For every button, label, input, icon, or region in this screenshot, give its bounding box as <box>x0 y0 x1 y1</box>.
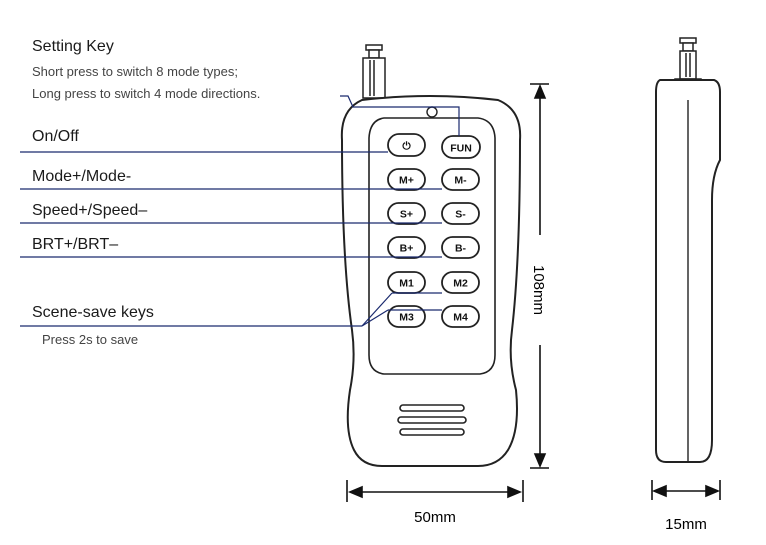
mode-minus-label: M- <box>454 175 467 187</box>
m2-label: M2 <box>453 278 468 290</box>
speaker-grille <box>397 404 467 436</box>
mode-label: Mode+/Mode- <box>32 168 132 185</box>
speed-plus-button[interactable]: S+ <box>387 202 426 225</box>
scene-save-note: Press 2s to save <box>42 332 139 347</box>
callout-lines <box>20 95 460 327</box>
scene-m4-button[interactable]: M4 <box>441 305 480 328</box>
m4-label: M4 <box>453 312 468 324</box>
speed-label: Speed+/Speed– <box>32 202 148 219</box>
brt-plus-label: B+ <box>400 243 414 255</box>
setting-key-title: Setting Key <box>32 38 114 55</box>
brt-minus-button[interactable]: B- <box>441 236 480 259</box>
power-icon: ⏻ <box>402 140 411 153</box>
width-dimension <box>346 480 524 502</box>
setting-key-leader <box>340 95 460 136</box>
mode-plus-button[interactable]: M+ <box>387 168 426 191</box>
speed-plus-label: S+ <box>400 209 413 221</box>
brt-minus-label: B- <box>455 243 467 255</box>
led-indicator <box>426 106 438 118</box>
depth-dimension <box>651 480 721 500</box>
on-off-label: On/Off <box>32 128 79 145</box>
fun-button[interactable]: FUN <box>441 135 481 159</box>
mode-plus-label: M+ <box>399 175 414 187</box>
scene-m2-button[interactable]: M2 <box>441 271 480 294</box>
scene-leader-m2 <box>361 292 393 327</box>
brt-plus-button[interactable]: B+ <box>387 236 426 259</box>
speed-minus-label: S- <box>455 209 466 221</box>
height-dimension-label: 108mm <box>530 265 547 315</box>
antenna-front <box>362 44 386 99</box>
brt-label: BRT+/BRT– <box>32 236 119 253</box>
mode-minus-button[interactable]: M- <box>441 168 480 191</box>
scene-m3-button[interactable]: M3 <box>387 305 426 328</box>
scene-save-label: Scene-save keys <box>32 304 154 321</box>
m3-label: M3 <box>399 312 414 324</box>
setting-key-desc-1: Short press to switch 8 mode types; <box>32 64 238 79</box>
width-dimension-label: 50mm <box>414 509 456 526</box>
height-dimension <box>530 83 549 469</box>
power-button[interactable]: ⏻ <box>387 133 426 157</box>
depth-dimension-label: 15mm <box>665 516 707 533</box>
scene-m1-button[interactable]: M1 <box>387 271 426 294</box>
fun-button-label: FUN <box>450 143 472 155</box>
setting-key-desc-2: Long press to switch 4 mode directions. <box>32 86 261 101</box>
m1-label: M1 <box>399 278 414 290</box>
scene-leader-m4 <box>361 309 389 327</box>
speed-minus-button[interactable]: S- <box>441 202 480 225</box>
